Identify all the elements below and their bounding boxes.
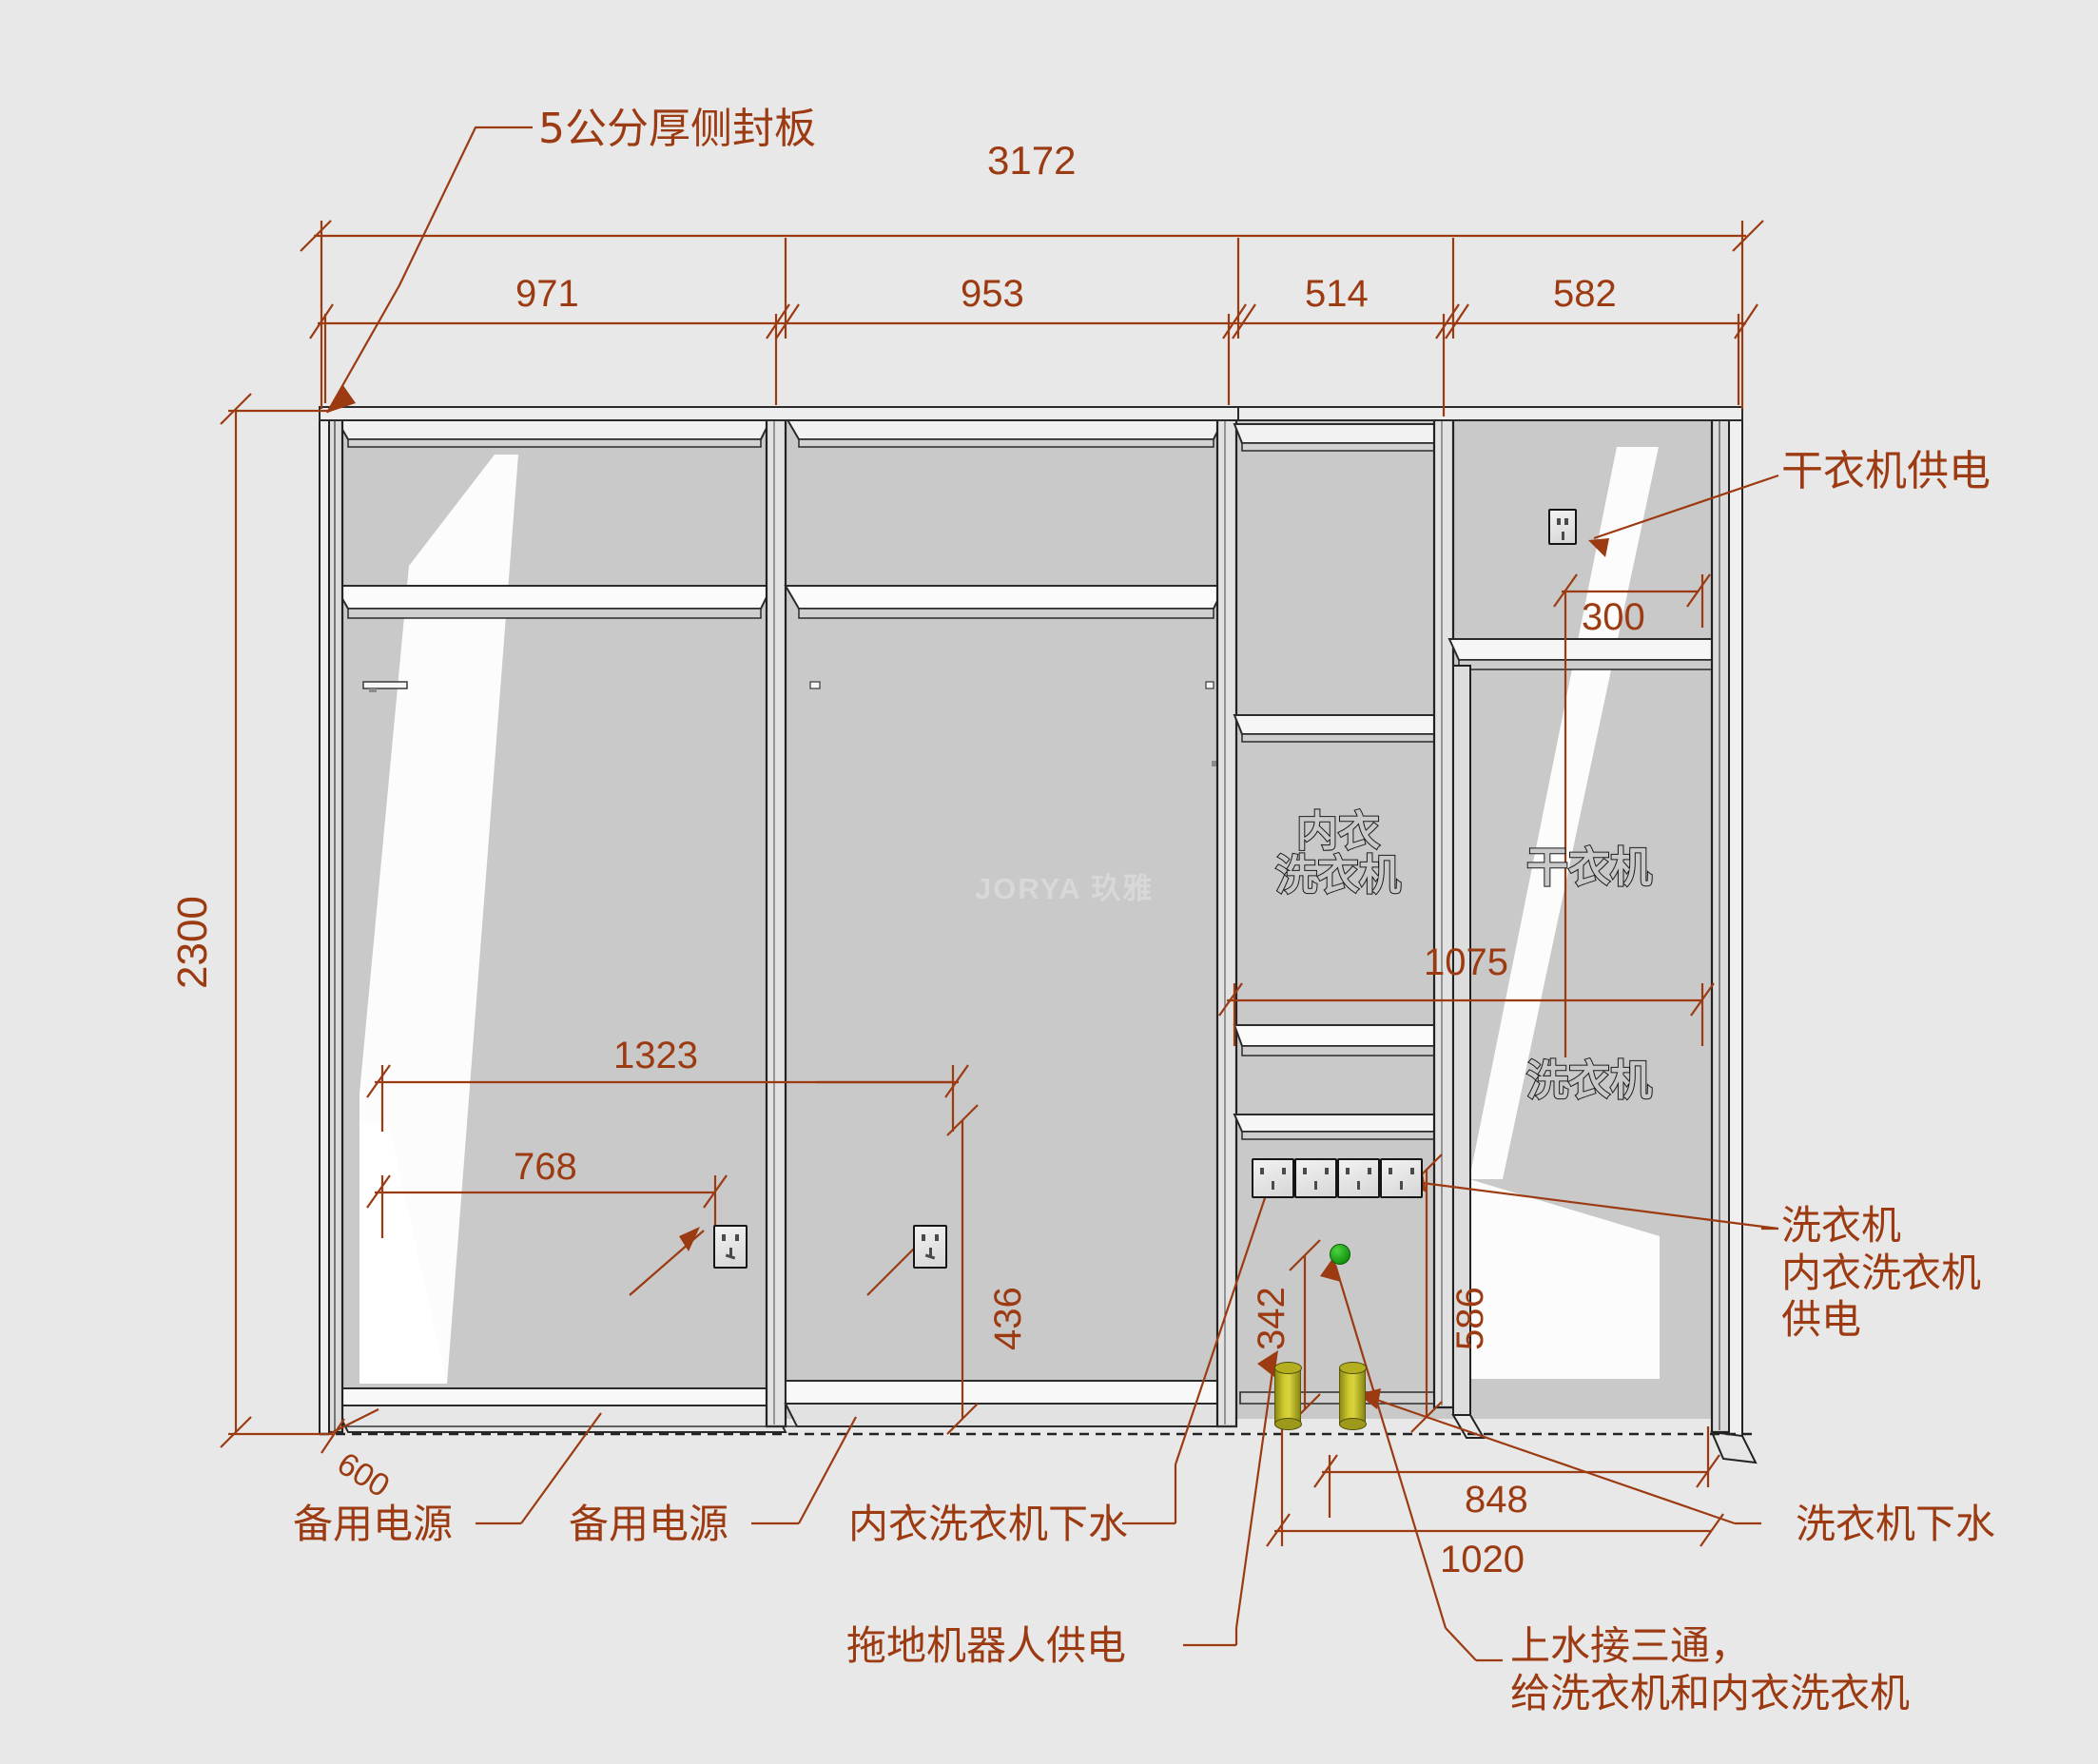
dim-drain-342: 342 xyxy=(1251,1287,1292,1350)
water-supply-valve xyxy=(1330,1244,1350,1265)
socket-dryer-power xyxy=(1548,509,1577,545)
dim-overall-height: 2300 xyxy=(169,896,216,989)
dim-bay-4: 582 xyxy=(1553,273,1617,315)
dim-socket-436: 436 xyxy=(987,1287,1029,1350)
dim-bay-3: 514 xyxy=(1305,273,1369,315)
annotation-side-panel: 5公分厚侧封板 xyxy=(538,105,816,153)
dim-drain-1020: 1020 xyxy=(1440,1539,1525,1580)
drain-pipe-underwear-washer xyxy=(1273,1362,1302,1430)
annotation-spare-power-left: 备用电源 xyxy=(293,1501,454,1547)
annotation-robot-power: 拖地机器人供电 xyxy=(846,1622,1127,1669)
socket-spare-power-left xyxy=(713,1225,748,1269)
annotation-washer-power: 洗衣机 内衣洗衣机 供电 xyxy=(1781,1202,1982,1344)
cabinet-label-dryer: 干衣机 xyxy=(1525,843,1653,892)
socket-washer-1 xyxy=(1252,1158,1294,1198)
socket-washer-3 xyxy=(1337,1158,1380,1198)
annotation-washer-drain: 洗衣机下水 xyxy=(1796,1501,1996,1547)
socket-washer-4 xyxy=(1380,1158,1423,1198)
cabinet-label-washer: 洗衣机 xyxy=(1525,1056,1653,1105)
socket-strip-washers xyxy=(1252,1158,1423,1198)
dim-shelf-1075: 1075 xyxy=(1424,941,1508,983)
annotation-water-supply-tee: 上水接三通， 给洗衣机和内衣洗衣机 xyxy=(1510,1622,1911,1716)
cabinet-label-underwear-washer: 内衣 洗衣机 xyxy=(1274,807,1402,901)
annotation-spare-power-mid: 备用电源 xyxy=(569,1501,729,1547)
dim-socket-strip-586: 586 xyxy=(1449,1287,1491,1350)
socket-washer-2 xyxy=(1294,1158,1337,1198)
dim-bay-2: 953 xyxy=(961,273,1024,315)
watermark: JORYA 玖雅 xyxy=(975,872,1155,905)
annotation-underwear-washer-drain: 内衣洗衣机下水 xyxy=(848,1501,1129,1547)
annotation-dryer-power: 干衣机供电 xyxy=(1781,447,1991,495)
dim-drain-848: 848 xyxy=(1465,1479,1528,1521)
drain-pipe-washer xyxy=(1338,1362,1367,1430)
dim-bay-1: 971 xyxy=(515,273,579,315)
socket-spare-power-mid xyxy=(913,1225,947,1269)
dim-socket-768: 768 xyxy=(514,1146,577,1188)
dim-rod-1323: 1323 xyxy=(613,1035,698,1076)
dim-dryer-socket-offset: 300 xyxy=(1582,596,1645,638)
dim-overall-width: 3172 xyxy=(987,138,1077,183)
